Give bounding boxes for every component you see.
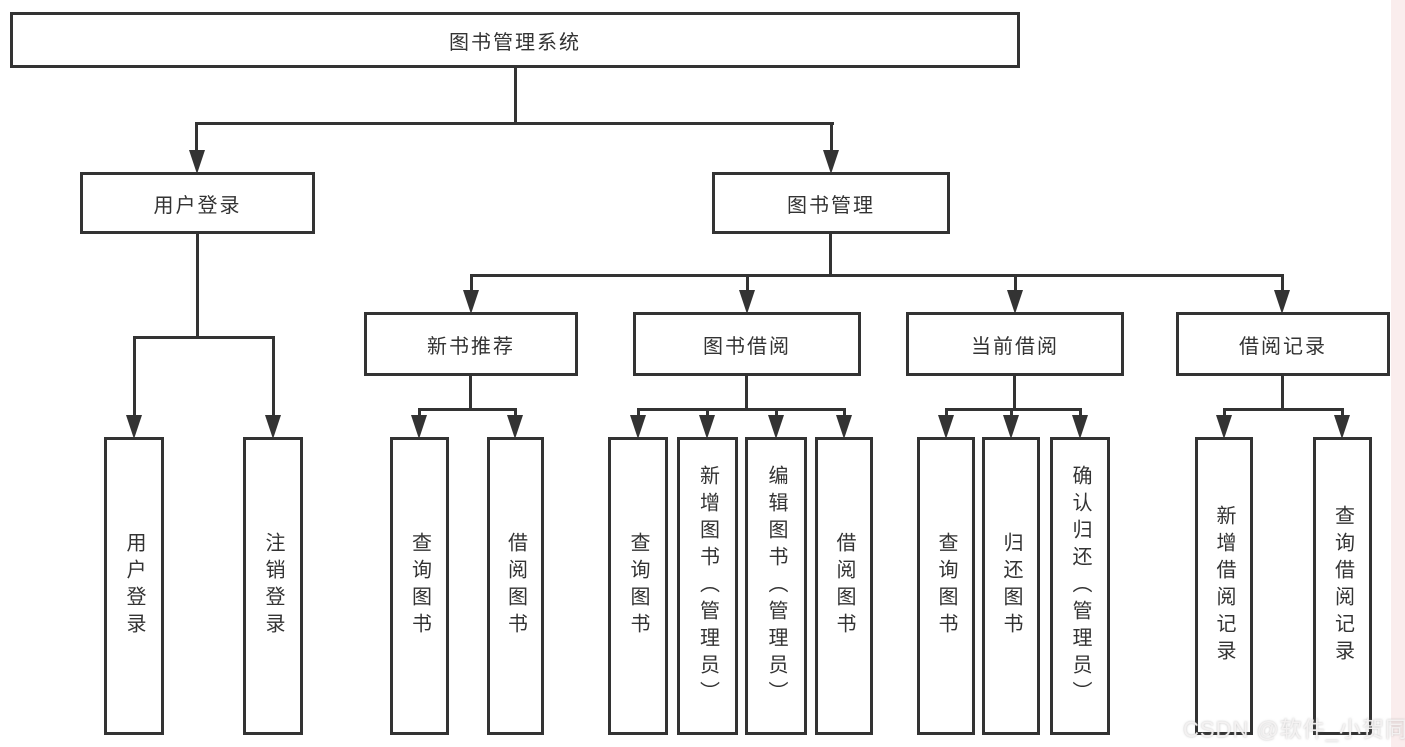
- watermark-strip: [1391, 0, 1405, 747]
- connector-line: [843, 408, 846, 418]
- arrow-down-icon: [1216, 415, 1232, 439]
- leaf-borrow-books-borrowing: 借阅图书: [815, 437, 873, 735]
- leaf-query-books-recommend: 查询图书: [390, 437, 449, 735]
- connector-line: [1281, 274, 1284, 294]
- connector-line: [1014, 274, 1017, 294]
- connector-line: [945, 408, 948, 418]
- node-current-borrowing: 当前借阅: [906, 312, 1124, 376]
- leaf-query-books-borrowing: 查询图书: [608, 437, 668, 735]
- node-book-borrowing-label: 图书借阅: [703, 335, 791, 358]
- connector-line: [775, 408, 778, 418]
- arrow-down-icon: [836, 415, 852, 439]
- leaf-borrow-books-recommend: 借阅图书: [487, 437, 544, 735]
- leaf-confirm-return-admin-label: 确认归还（管理员）: [1069, 464, 1091, 708]
- arrow-down-icon: [938, 415, 954, 439]
- node-root-label: 图书管理系统: [449, 31, 581, 54]
- connector-line: [195, 122, 198, 154]
- arrow-down-icon: [507, 415, 523, 439]
- connector-line: [470, 274, 473, 294]
- leaf-logout: 注销登录: [243, 437, 303, 735]
- connector-line: [1079, 408, 1082, 418]
- connector-line: [706, 408, 709, 418]
- connector-line: [637, 408, 640, 418]
- leaf-confirm-return-admin: 确认归还（管理员）: [1050, 437, 1110, 735]
- leaf-user-login: 用户登录: [104, 437, 164, 735]
- connector-line: [745, 376, 748, 410]
- connector-line: [1223, 408, 1226, 418]
- node-user-login: 用户登录: [80, 172, 315, 234]
- connector-line: [945, 408, 1081, 411]
- node-book-management: 图书管理: [712, 172, 950, 234]
- leaf-query-borrow-record-label: 查询借阅记录: [1331, 505, 1354, 667]
- leaf-query-books-borrowing-label: 查询图书: [627, 532, 649, 640]
- arrow-down-icon: [630, 415, 646, 439]
- leaf-query-books-current-label: 查询图书: [935, 532, 957, 640]
- connector-line: [514, 66, 517, 124]
- leaf-edit-books-admin-label: 编辑图书（管理员）: [765, 464, 787, 708]
- node-borrowing-records-label: 借阅记录: [1239, 335, 1327, 358]
- node-book-borrowing: 图书借阅: [633, 312, 861, 376]
- connector-line: [829, 234, 832, 276]
- arrow-down-icon: [265, 415, 281, 439]
- connector-line: [419, 408, 517, 411]
- arrow-down-icon: [463, 290, 479, 314]
- connector-line: [196, 122, 834, 125]
- leaf-return-books-label: 归还图书: [1000, 532, 1022, 640]
- arrow-down-icon: [699, 415, 715, 439]
- connector-line: [272, 336, 275, 418]
- connector-line: [1010, 408, 1013, 418]
- connector-line: [133, 336, 275, 339]
- csdn-watermark: CSDN @软件_小贺同学: [1183, 717, 1405, 742]
- node-new-book-recommend: 新书推荐: [364, 312, 578, 376]
- leaf-query-borrow-record: 查询借阅记录: [1313, 437, 1372, 735]
- connector-line: [746, 274, 749, 294]
- leaf-add-borrow-record: 新增借阅记录: [1195, 437, 1253, 735]
- arrow-down-icon: [1007, 290, 1023, 314]
- leaf-add-borrow-record-label: 新增借阅记录: [1213, 505, 1235, 667]
- node-user-login-label: 用户登录: [153, 194, 242, 217]
- arrow-down-icon: [768, 415, 784, 439]
- arrow-down-icon: [823, 150, 839, 174]
- leaf-user-login-label: 用户登录: [123, 532, 145, 640]
- leaf-return-books: 归还图书: [982, 437, 1040, 735]
- leaf-add-books-admin-label: 新增图书（管理员）: [696, 464, 719, 708]
- leaf-add-books-admin: 新增图书（管理员）: [677, 437, 738, 735]
- node-borrowing-records: 借阅记录: [1176, 312, 1390, 376]
- connector-line: [418, 408, 421, 418]
- arrow-down-icon: [1003, 415, 1019, 439]
- leaf-borrow-books-borrowing-label: 借阅图书: [833, 532, 855, 640]
- leaf-borrow-books-recommend-label: 借阅图书: [504, 532, 527, 640]
- connector-line: [1223, 408, 1343, 411]
- connector-line: [514, 408, 517, 418]
- connector-line: [830, 122, 833, 154]
- node-current-borrowing-label: 当前借阅: [971, 335, 1059, 358]
- connector-line: [1013, 376, 1016, 410]
- node-book-management-label: 图书管理: [787, 194, 875, 217]
- arrow-down-icon: [126, 415, 142, 439]
- arrow-down-icon: [411, 415, 427, 439]
- node-new-book-recommend-label: 新书推荐: [427, 335, 515, 358]
- leaf-query-books-current: 查询图书: [917, 437, 975, 735]
- node-root: 图书管理系统: [10, 12, 1020, 68]
- connector-line: [637, 408, 845, 411]
- arrow-down-icon: [1334, 415, 1350, 439]
- connector-line: [133, 336, 136, 418]
- connector-line: [1281, 376, 1284, 410]
- arrow-down-icon: [189, 150, 205, 174]
- connector-line: [469, 376, 472, 410]
- leaf-logout-label: 注销登录: [262, 532, 284, 640]
- arrow-down-icon: [1274, 290, 1290, 314]
- leaf-edit-books-admin: 编辑图书（管理员）: [745, 437, 807, 735]
- connector-line: [196, 234, 199, 338]
- arrow-down-icon: [739, 290, 755, 314]
- arrow-down-icon: [1072, 415, 1088, 439]
- leaf-query-books-recommend-label: 查询图书: [408, 532, 431, 640]
- connector-line: [470, 274, 1283, 277]
- connector-line: [1341, 408, 1344, 418]
